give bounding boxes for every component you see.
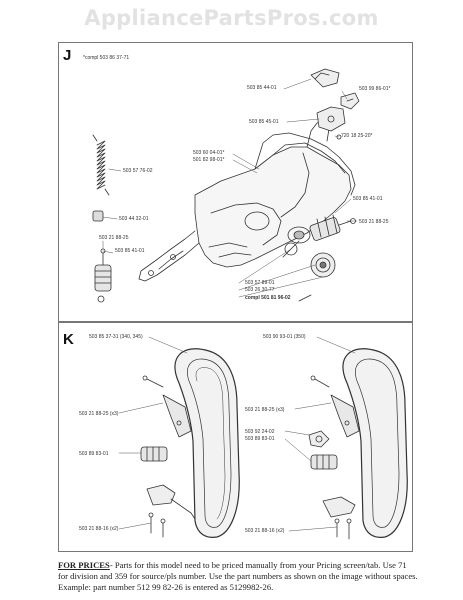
part-label: 503 99 86-01*: [359, 86, 391, 92]
part-label: 503 21 88-25 (x3): [79, 411, 119, 417]
part-label: 503 21 88-25: [99, 235, 129, 241]
part-label: 503 21 88-25 (x3): [245, 407, 285, 413]
part-label: 503 21 88-16 (x2): [79, 526, 119, 532]
part-label: 501 82 98-01*: [193, 157, 225, 163]
part-label: 503 85 45-01: [249, 119, 279, 125]
part-label: 503 21 88-25: [359, 219, 389, 225]
part-label: 503 89 83-01: [245, 436, 275, 442]
part-label: 503 85 41-01: [115, 248, 145, 254]
part-label: 503 85 41-01: [353, 196, 383, 202]
part-label: compl 501 81 96-02: [245, 295, 291, 301]
section-letter-j: J: [63, 47, 72, 64]
handle-assembly-drawing: [92, 68, 360, 303]
part-label: 503 90 93-01 (350): [263, 334, 306, 340]
part-label: 720 18 25-20*: [341, 133, 373, 139]
front-handle-drawing: [118, 336, 408, 540]
part-label: 503 89 83-01: [79, 451, 109, 457]
part-label: 503 21 88-16 (x2): [245, 528, 285, 534]
part-label: 503 92 24-02: [245, 429, 275, 435]
pricing-note-text: - Parts for this model need to be priced…: [58, 560, 418, 592]
section-letter-k: K: [63, 331, 74, 348]
part-label: 503 57 76-02: [123, 168, 153, 174]
part-label: 503 85 37-31 (340, 345): [89, 334, 143, 340]
part-label: 503 44 32-01: [119, 216, 149, 222]
for-prices-heading: FOR PRICES: [58, 560, 110, 570]
pricing-note: FOR PRICES- Parts for this model need to…: [58, 560, 418, 593]
part-label: 503 26 30-77: [245, 287, 275, 293]
section-k-panel: K 503 85 37-31 (340, 345) 503 90 93-01 (…: [58, 322, 413, 552]
section-j-header: *compl 503 86 37-71: [83, 55, 130, 61]
site-title: AppliancePartsPros.com: [84, 6, 379, 30]
section-j-panel: J *compl 503 86 37-71 503 85 44-01 503 9…: [58, 42, 413, 322]
part-label: 503 85 44-01: [247, 85, 277, 91]
part-label: 503 57 89-01: [245, 280, 275, 286]
part-label: 503 60 04-01*: [193, 150, 225, 156]
